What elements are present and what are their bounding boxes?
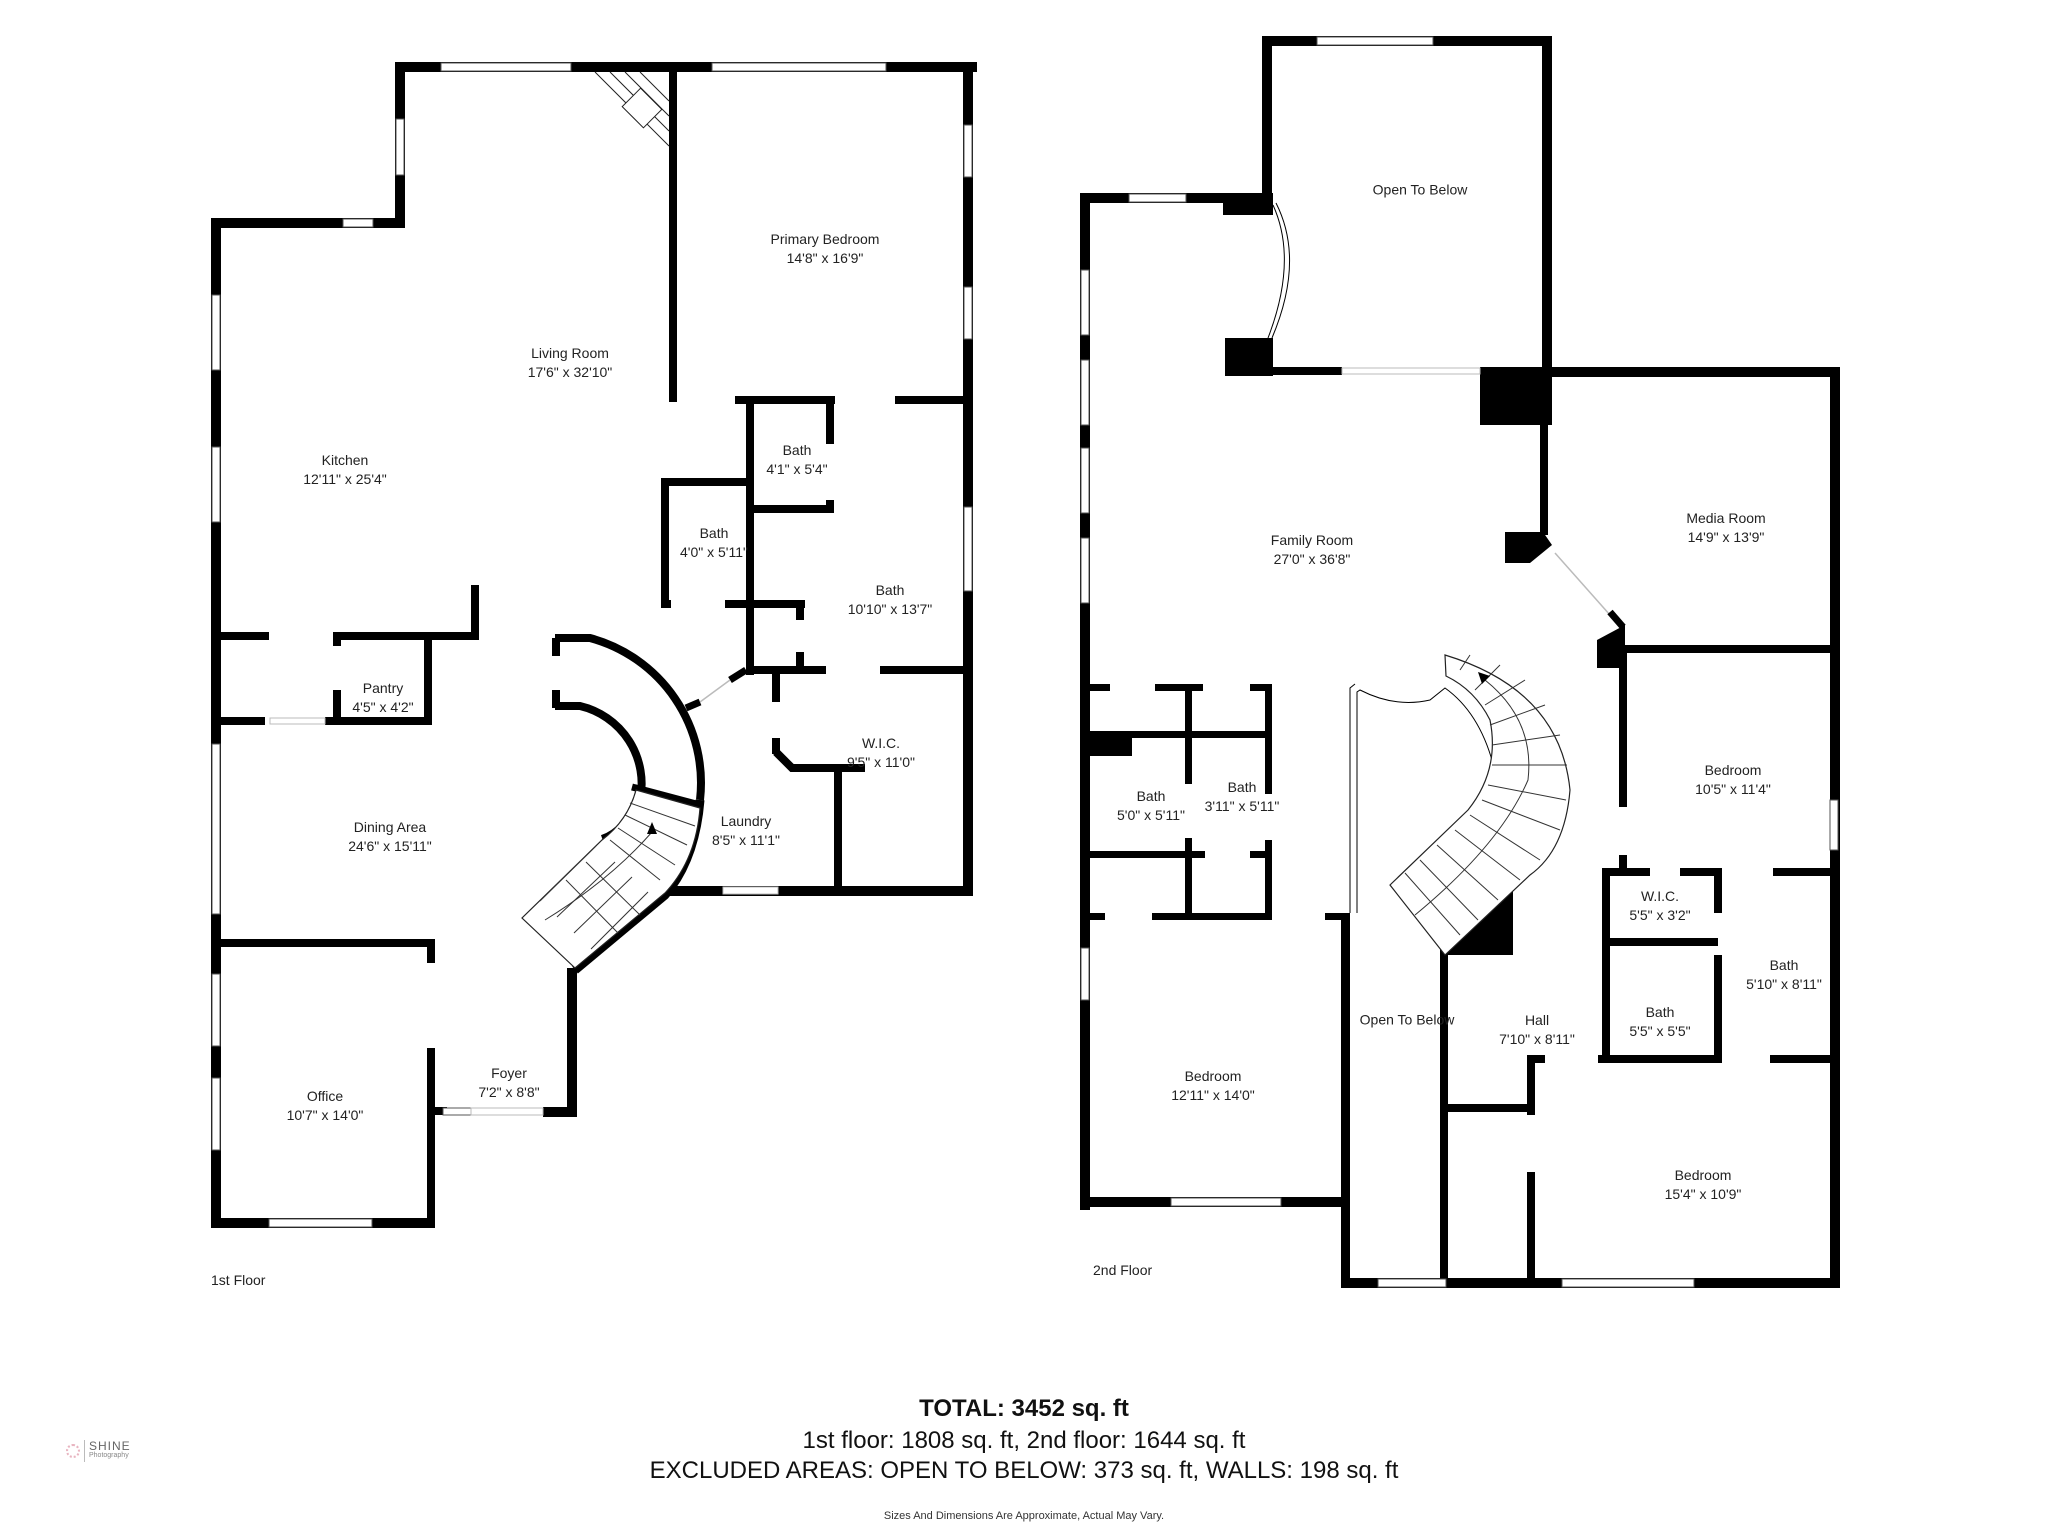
room-label-wic: W.I.C.9'5" x 11'0" xyxy=(847,735,915,770)
brand-name: SHINE xyxy=(89,1439,131,1453)
logo-divider xyxy=(84,1440,85,1462)
sun-burst-icon xyxy=(66,1444,80,1458)
second-floor-staircase xyxy=(1389,654,1571,956)
second-floor-windows xyxy=(1080,36,1839,1288)
first-floor-windows xyxy=(211,62,973,1228)
fireplace xyxy=(594,71,670,147)
disclaimer: Sizes And Dimensions Are Approximate, Ac… xyxy=(883,1510,1165,1522)
brand-subtitle: Photography xyxy=(89,1452,129,1459)
excluded-areas: EXCLUDED AREAS: OPEN TO BELOW: 373 sq. f… xyxy=(649,1457,1399,1484)
room-label-open-to-below: Open To Below xyxy=(1372,181,1468,198)
brand-logo: SHINE Photography xyxy=(66,1440,131,1462)
first-floor-label: 1st Floor xyxy=(211,1272,266,1288)
floor-areas: 1st floor: 1808 sq. ft, 2nd floor: 1644 … xyxy=(802,1427,1246,1454)
second-floor-label: 2nd Floor xyxy=(1093,1262,1153,1278)
room-label-open-to-below: Open To Below xyxy=(1359,1011,1455,1028)
room-label-wic: W.I.C.5'5" x 3'2" xyxy=(1629,888,1691,923)
total-area: TOTAL: 3452 sq. ft xyxy=(919,1395,1129,1422)
logo-text: SHINE Photography xyxy=(89,1439,131,1461)
first-floor-staircase xyxy=(521,789,701,969)
